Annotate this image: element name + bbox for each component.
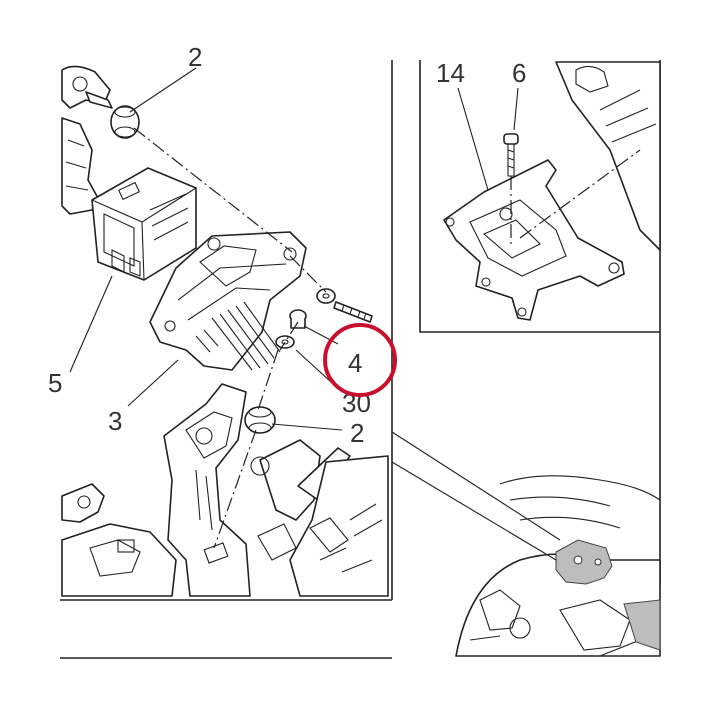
callout-4: 4 xyxy=(348,348,362,378)
engine-bay-outline xyxy=(455,553,661,657)
callout-6: 6 xyxy=(512,58,526,88)
lower-grommet xyxy=(244,406,276,434)
bolt-right xyxy=(316,288,373,323)
callout-2-bottom: 2 xyxy=(350,418,364,448)
main-exploded-view xyxy=(61,65,389,597)
inset-background-structure xyxy=(555,61,661,251)
main-bracket xyxy=(149,231,307,371)
callout-3: 3 xyxy=(108,406,122,436)
upper-grommet xyxy=(110,105,140,139)
callout-5: 5 xyxy=(48,368,62,398)
screw-4 xyxy=(275,309,307,349)
mounting-bracket xyxy=(443,159,625,321)
lower-engine-structure xyxy=(61,383,389,597)
callout-14: 14 xyxy=(436,58,465,88)
assembly-lines xyxy=(133,127,327,549)
highlighted-bracket-location xyxy=(555,539,613,585)
highlight-ring xyxy=(323,323,397,397)
locator-view xyxy=(391,431,661,657)
inset-bracket-view xyxy=(443,61,661,321)
callout-labels: 2 14 6 4 5 3 30 2 xyxy=(48,42,526,448)
control-module xyxy=(91,167,197,281)
upper-bolt xyxy=(85,91,113,109)
dark-component xyxy=(623,599,661,651)
screw-6 xyxy=(503,133,519,177)
callout-2-top: 2 xyxy=(188,42,202,72)
